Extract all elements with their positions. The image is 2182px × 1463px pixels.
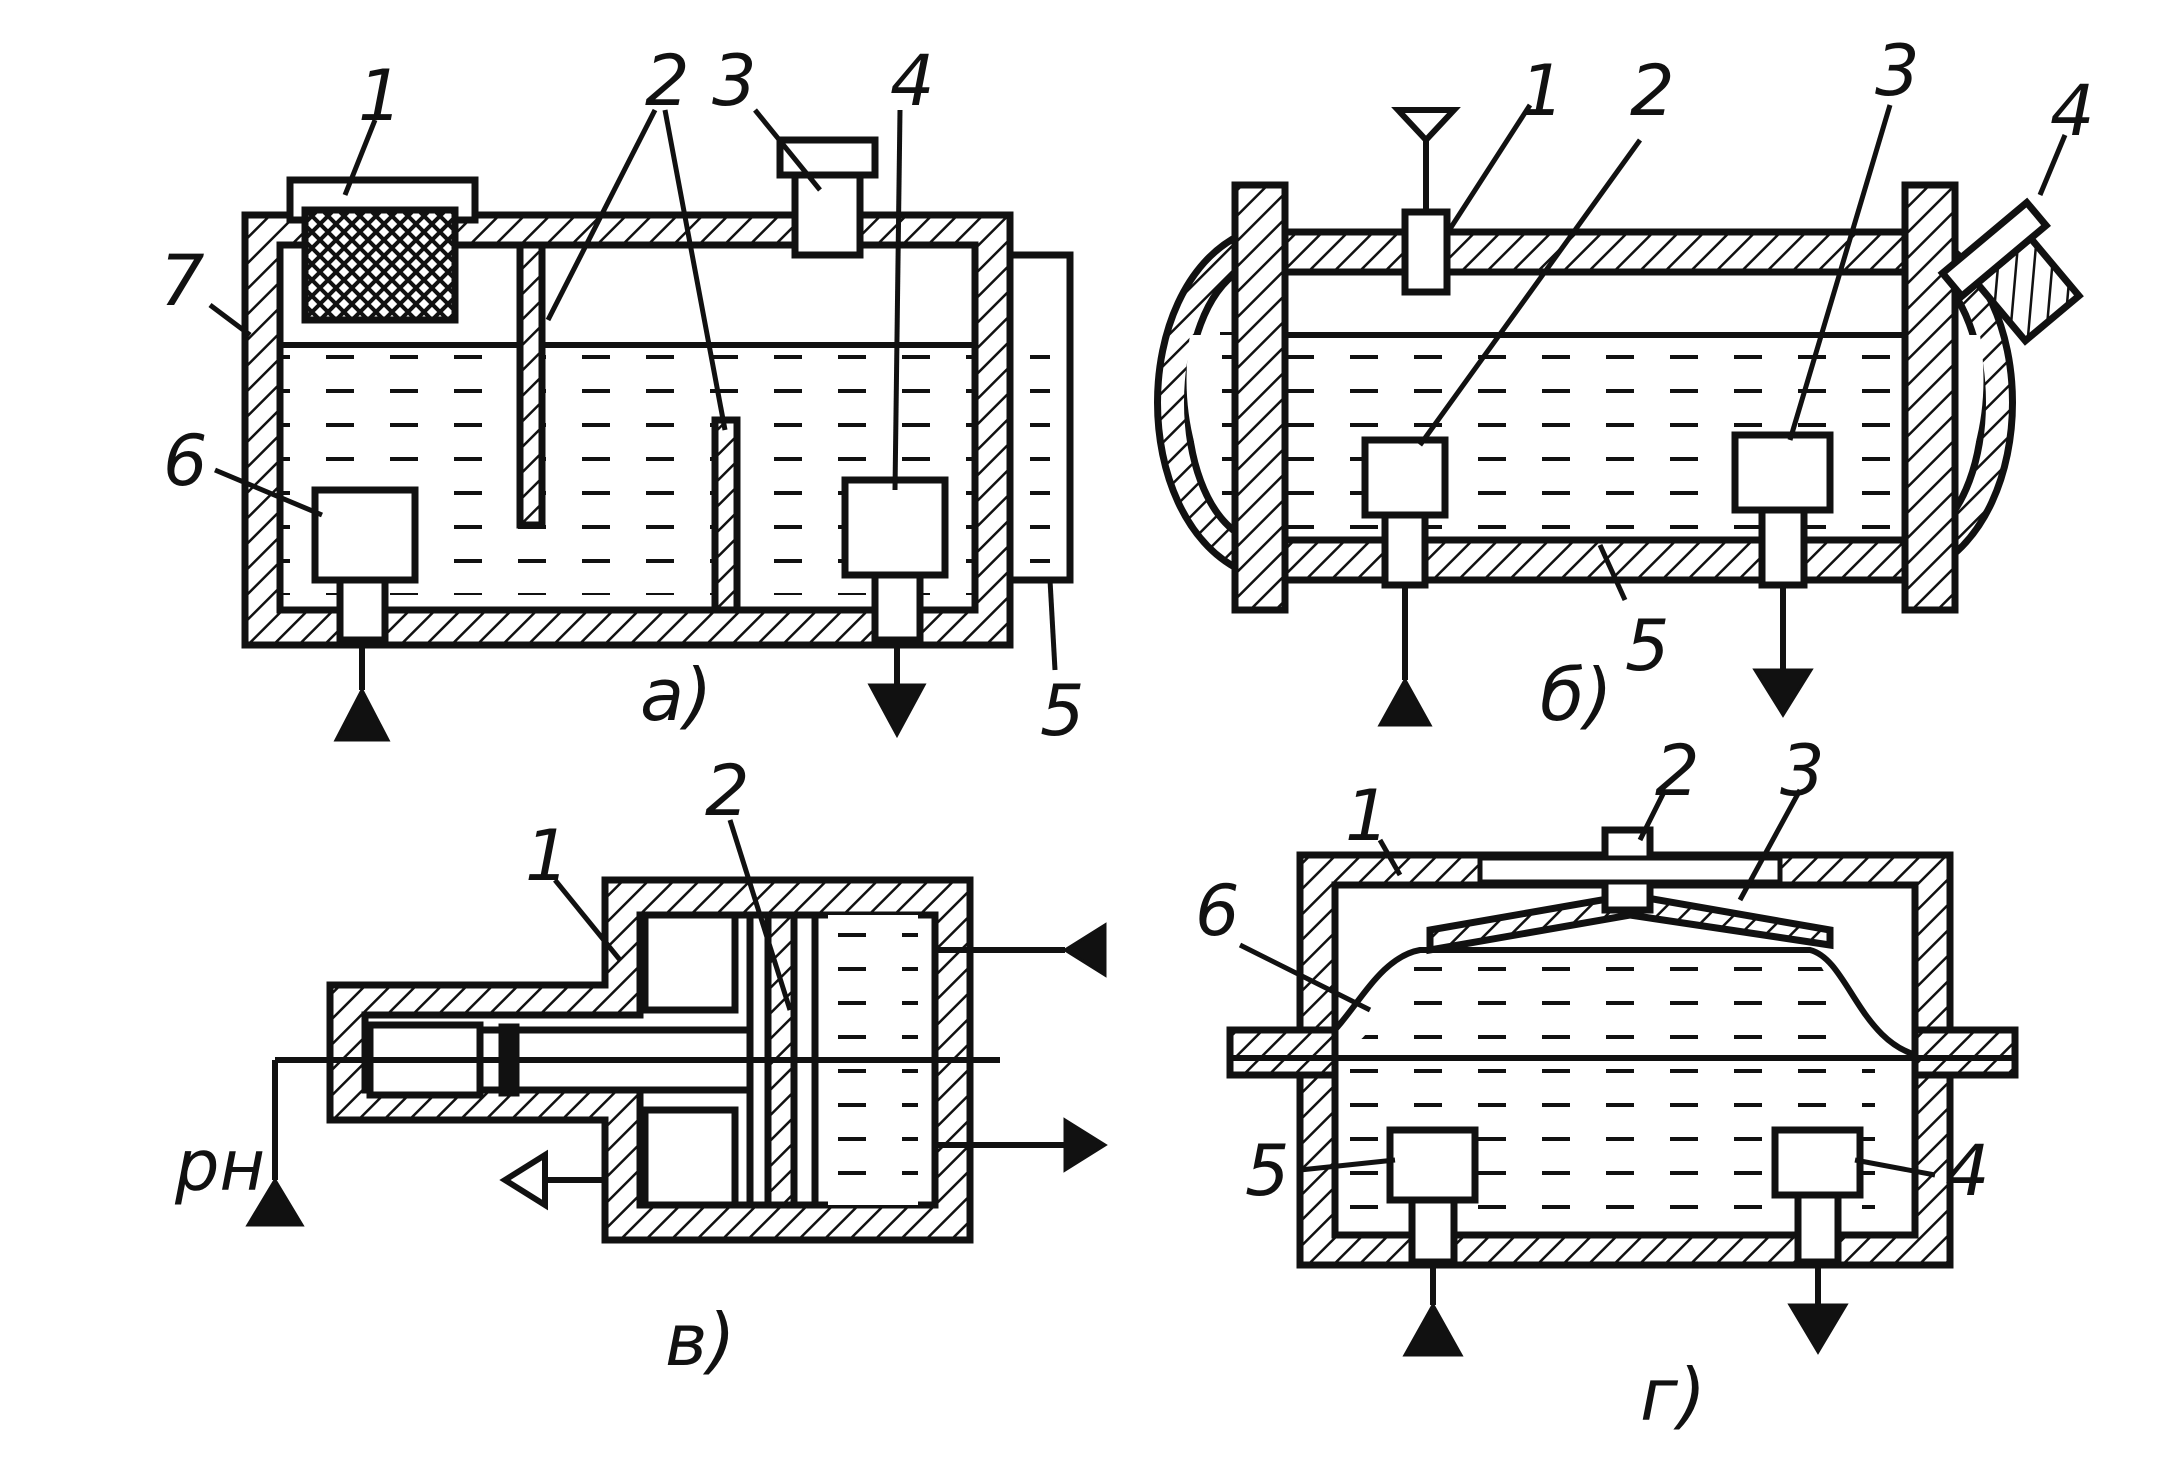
label-a-4: 4	[890, 40, 935, 122]
flange-left-d	[1226, 1026, 1339, 1079]
flange-left-b	[1231, 181, 1289, 614]
fluid-upper-d	[1340, 950, 1880, 1050]
label-d-4: 4	[1945, 1130, 1990, 1212]
level-gauge-fluid-a	[1030, 345, 1050, 570]
suction-port-a	[311, 486, 419, 584]
panel-b: 1 2 3 4 5 б)	[1154, 30, 2095, 737]
return-pipe-d	[1794, 1191, 1842, 1266]
flange-right-b	[1901, 181, 1959, 614]
housing-d	[1296, 851, 1954, 1269]
label-b-4: 4	[2050, 70, 2095, 152]
caption-d: г)	[1640, 1353, 1706, 1437]
label-a-6: 6	[163, 420, 208, 502]
baffle-lower-a	[711, 416, 741, 614]
label-a-3: 3	[712, 40, 757, 122]
panel-c: 1 2 pн в)	[174, 750, 1108, 1382]
shell-top-b	[1281, 228, 1909, 276]
suction-arrow-d	[1402, 1301, 1464, 1357]
flange-right-d	[1911, 1026, 2019, 1079]
top-gap-d	[1477, 855, 1783, 885]
port-in-arrow-c	[1062, 922, 1107, 978]
filler-neck-b	[1937, 197, 2084, 346]
chamber-wall-c2	[641, 1106, 739, 1209]
drain-arrow-c	[499, 1149, 548, 1211]
return-arrow-d	[1787, 1303, 1849, 1355]
label-b-5: 5	[1625, 605, 1670, 687]
caption-b: б)	[1540, 653, 1613, 737]
return-pipe-b	[1758, 506, 1808, 589]
label-d-2: 2	[1655, 730, 1700, 812]
label-c-2: 2	[705, 750, 750, 832]
label-a-2: 2	[645, 40, 690, 122]
tank-a-housing	[241, 211, 1014, 649]
air-filter-a	[301, 206, 459, 324]
chamber-wall-c	[641, 911, 739, 1014]
pressure-arrow-c	[245, 1177, 305, 1227]
label-c-pressure: pн	[174, 1125, 265, 1207]
label-a-5: 5	[1040, 670, 1085, 752]
dome-left-fluid-b	[1186, 335, 1240, 535]
suction-port-b	[1361, 436, 1449, 519]
label-b-1: 1	[1520, 50, 1565, 132]
return-arrow-b	[1752, 668, 1814, 718]
return-port-b	[1731, 431, 1834, 514]
breather-b	[1401, 208, 1451, 296]
return-pipe-a	[871, 571, 924, 644]
suction-pipe-b	[1381, 511, 1429, 589]
caption-a: а)	[640, 653, 712, 737]
suction-pipe-a	[336, 576, 389, 644]
label-a-1: 1	[358, 55, 403, 137]
return-port-a	[841, 476, 949, 579]
label-a-7: 7	[160, 240, 205, 322]
port-out-arrow-c	[1063, 1117, 1108, 1173]
baffle-upper-a	[516, 241, 546, 529]
caption-c: в)	[665, 1298, 736, 1382]
label-b-2: 2	[1630, 50, 1675, 132]
filler-neck-a	[791, 171, 864, 259]
panel-d: 1 2 3 4 5 6 г)	[1195, 730, 2019, 1437]
panel-a: 1 2 3 4 5 6 7 а)	[160, 40, 1085, 752]
return-arrow-a	[867, 683, 927, 739]
shell-bottom-b	[1281, 536, 1909, 584]
suction-port-d	[1386, 1126, 1479, 1204]
suction-arrow-b	[1377, 676, 1433, 727]
label-b-3: 3	[1875, 30, 1920, 112]
label-d-6: 6	[1195, 870, 1240, 952]
label-d-1: 1	[1345, 775, 1390, 857]
suction-arrow-a	[333, 686, 391, 742]
label-d-5: 5	[1245, 1130, 1290, 1212]
breather-symbol-b	[1391, 107, 1461, 145]
return-port-d	[1771, 1126, 1864, 1199]
suction-pipe-d	[1408, 1196, 1458, 1266]
label-d-3: 3	[1780, 730, 1825, 812]
label-c-1: 1	[525, 815, 570, 897]
